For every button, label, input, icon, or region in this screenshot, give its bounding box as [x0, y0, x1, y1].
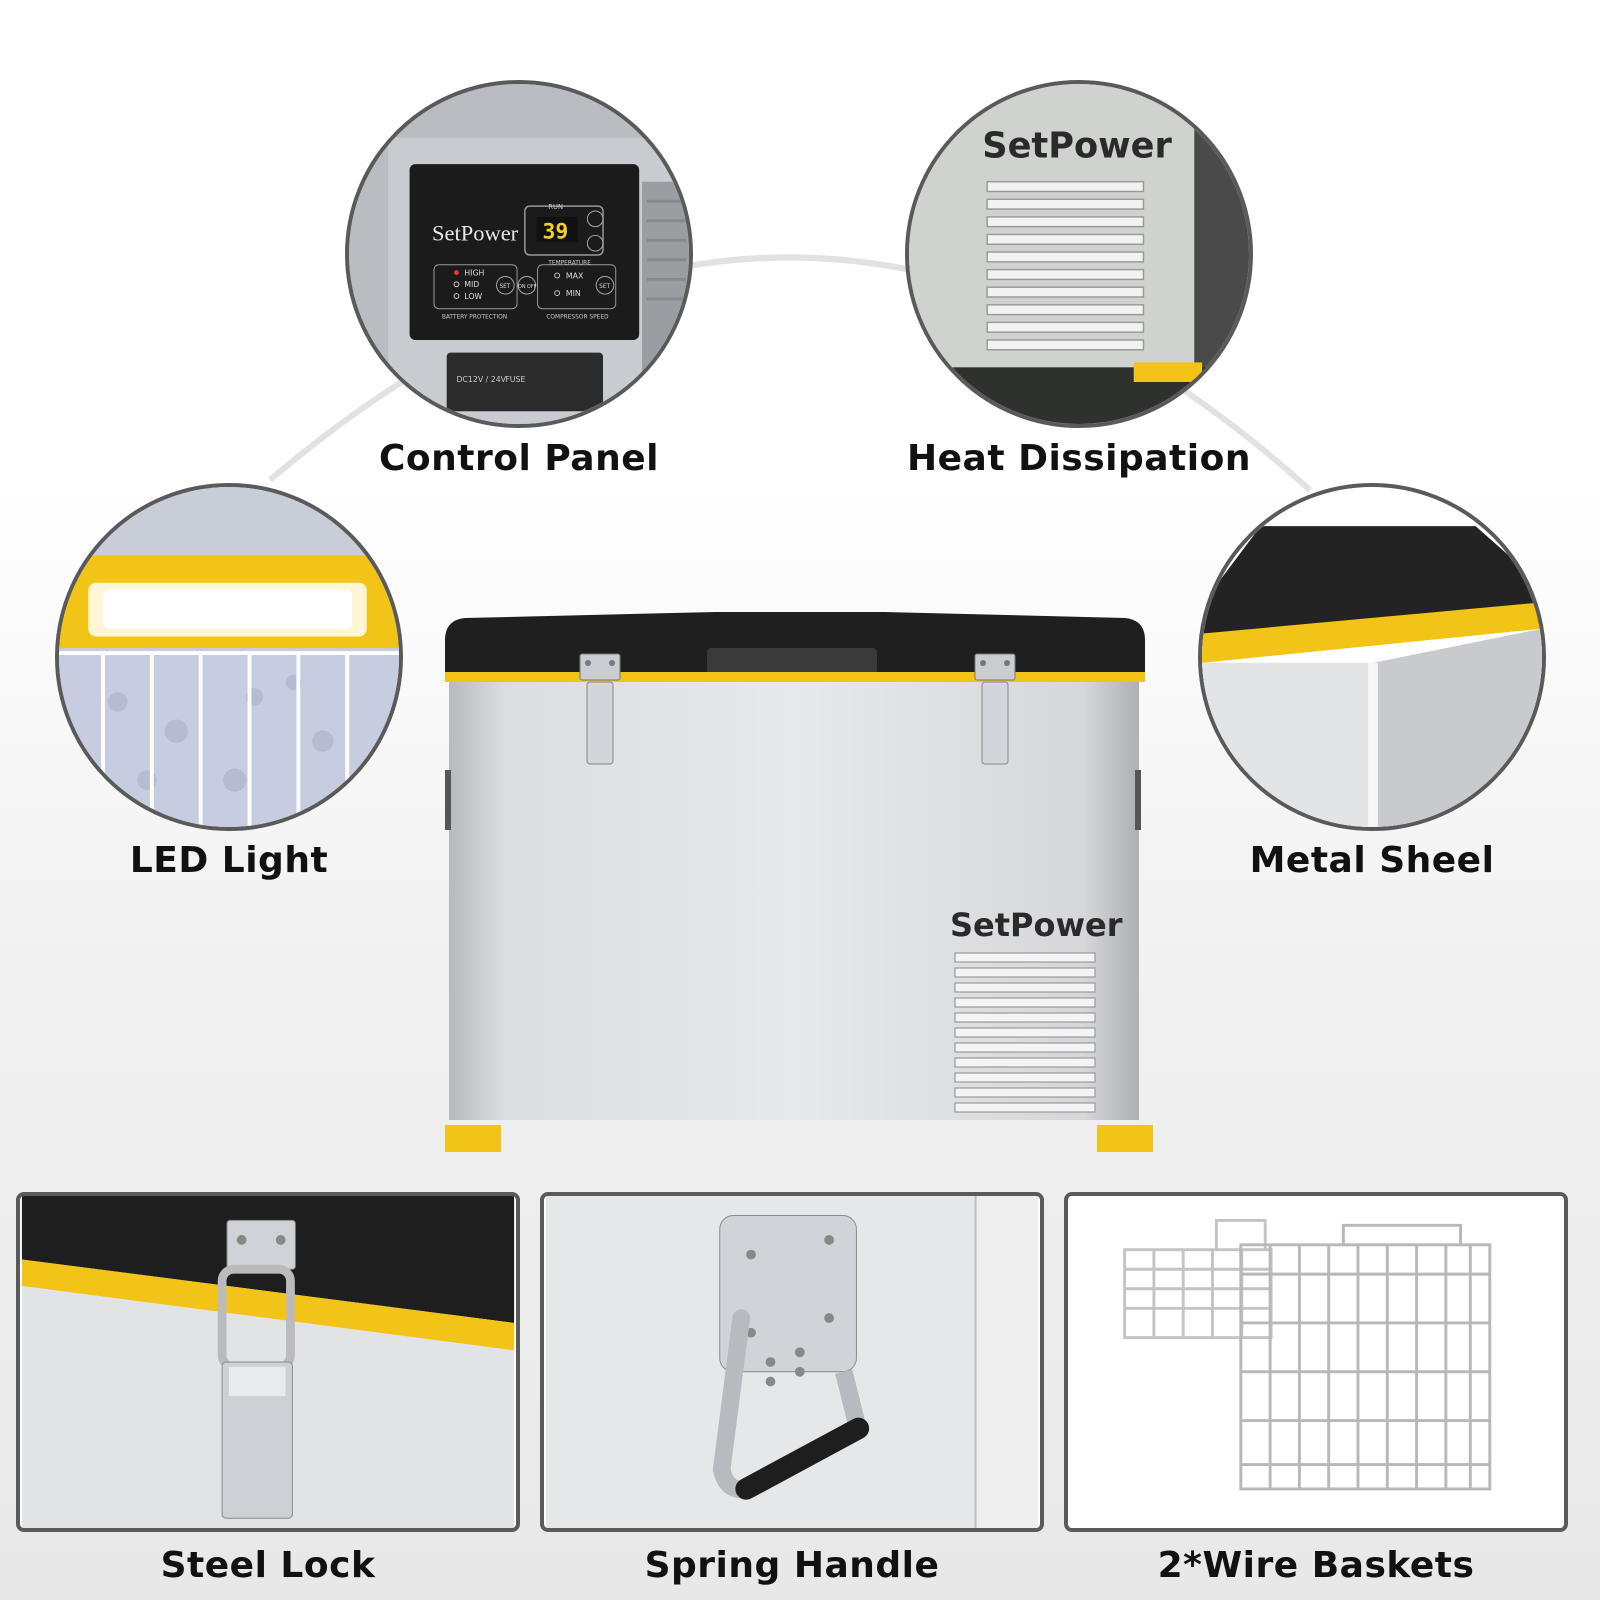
temperature-display: 39	[542, 219, 568, 244]
heat-brand: SetPower	[982, 125, 1172, 166]
lid-latch-right	[974, 653, 1016, 765]
svg-text:FUSE: FUSE	[505, 375, 525, 384]
led-light-photo	[55, 483, 403, 831]
label-heat-dissipation: Heat Dissipation	[907, 438, 1251, 479]
svg-text:SET: SET	[499, 284, 510, 290]
panel-brand: SetPower	[432, 220, 519, 245]
svg-text:BATTERY PROTECTION: BATTERY PROTECTION	[442, 314, 507, 320]
svg-text:COMPRESSOR SPEED: COMPRESSOR SPEED	[546, 314, 609, 320]
fridge-brand: SetPower	[950, 906, 1123, 944]
steel-lock-photo	[16, 1192, 520, 1532]
label-spring-handle: Spring Handle	[644, 1545, 940, 1586]
svg-text:ON OFF: ON OFF	[518, 284, 537, 290]
label-wire-baskets: 2*Wire Baskets	[1157, 1545, 1475, 1586]
spring-handle-photo	[540, 1192, 1044, 1532]
fridge-vents	[954, 952, 1096, 1113]
svg-text:MAX: MAX	[566, 271, 584, 280]
svg-text:LOW: LOW	[464, 292, 482, 301]
metal-shell-photo	[1198, 483, 1546, 831]
control-panel-photo: SetPower 39 RUN TEMPERATURE HIGH MID LOW…	[345, 80, 693, 428]
wire-baskets-photo	[1064, 1192, 1568, 1532]
svg-text:DC12V / 24V: DC12V / 24V	[456, 375, 506, 384]
label-control-panel: Control Panel	[379, 438, 659, 479]
label-metal-shell: Metal Sheel	[1249, 840, 1495, 881]
lid-latch-left	[579, 653, 621, 765]
label-steel-lock: Steel Lock	[160, 1545, 376, 1586]
svg-text:HIGH: HIGH	[464, 268, 484, 277]
fridge-main-image: SetPower	[445, 612, 1153, 1152]
svg-text:MIN: MIN	[566, 289, 581, 298]
label-led-light: LED Light	[129, 840, 329, 881]
svg-text:TEMPERATURE: TEMPERATURE	[547, 261, 591, 267]
svg-text:MID: MID	[464, 280, 479, 289]
heat-dissipation-photo: SetPower	[905, 80, 1253, 428]
svg-text:SET: SET	[599, 284, 610, 290]
svg-text:RUN: RUN	[548, 203, 563, 211]
